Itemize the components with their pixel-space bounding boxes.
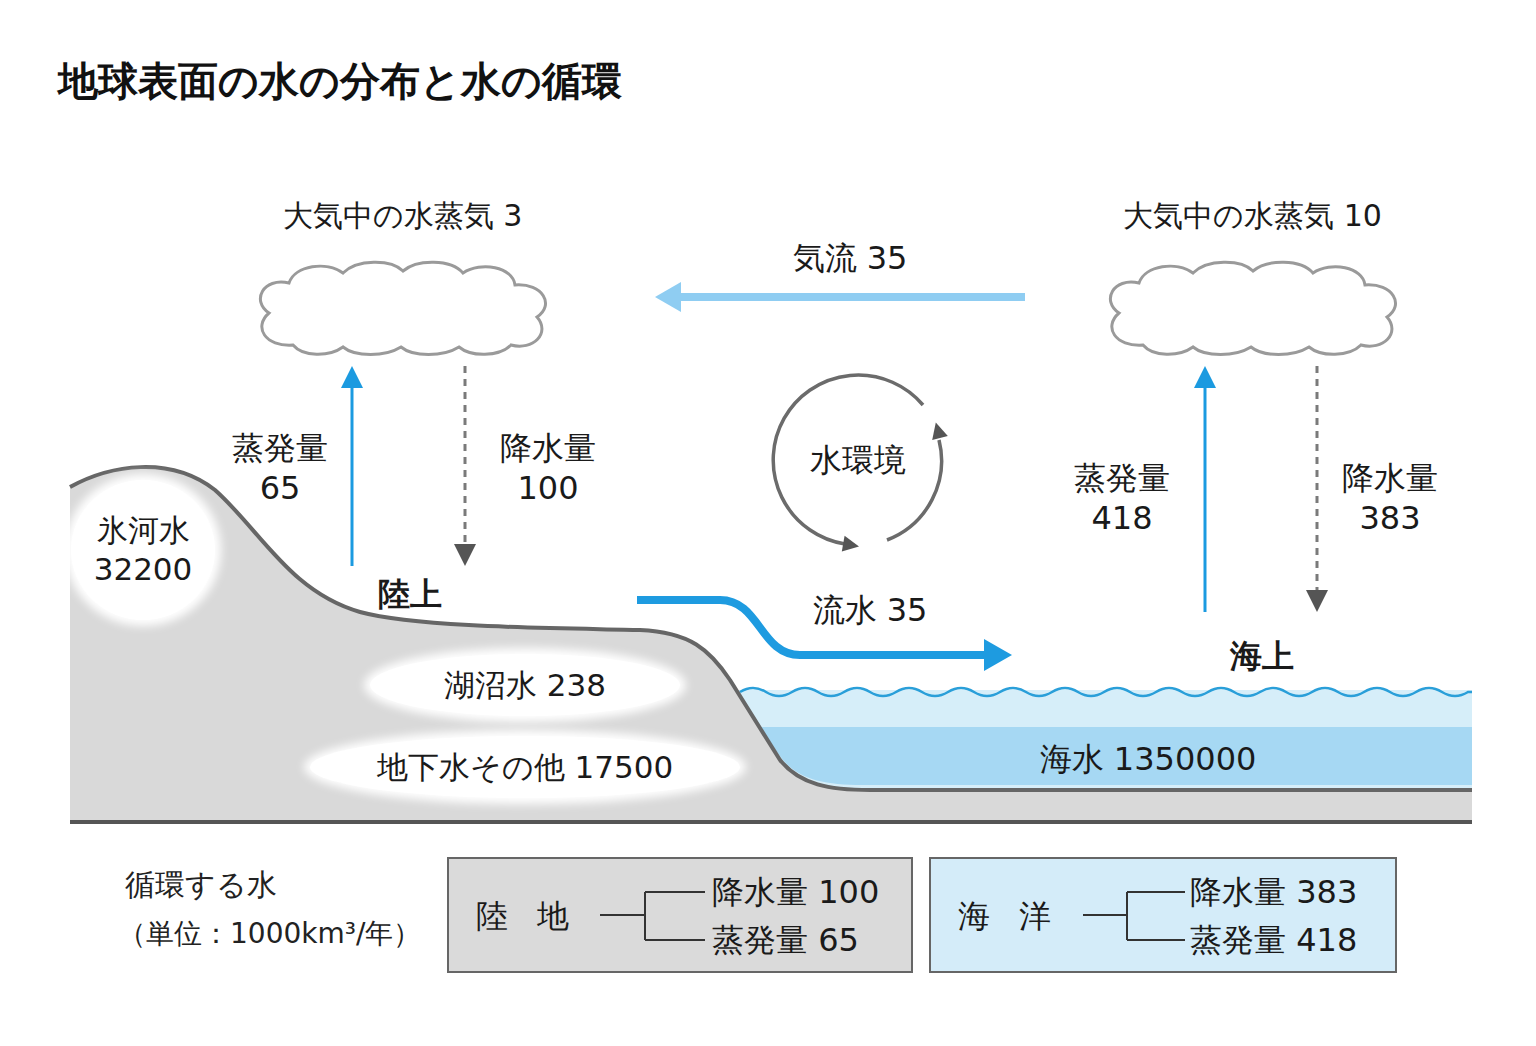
sea-waves bbox=[740, 688, 1472, 696]
water-amount: 湖沼水 238 bbox=[444, 666, 606, 705]
text-slot: 大気中の水蒸気 3 bbox=[205, 197, 600, 235]
text-slot: 陸上 bbox=[378, 574, 442, 614]
water-amount: 海水 1350000 bbox=[1040, 739, 1257, 779]
lake-ellipse: 湖沼水 238 bbox=[370, 654, 680, 716]
vapor-cloud: 大気中の水蒸気 10 bbox=[1095, 195, 1410, 360]
summary-value: 降水量 100 bbox=[712, 872, 879, 912]
cycle-label: 水環境 bbox=[810, 440, 906, 480]
text-slot: 陸地 bbox=[476, 896, 598, 936]
arrow-head bbox=[1194, 366, 1216, 388]
ground-base-line bbox=[70, 820, 1472, 824]
cloud-outline bbox=[1095, 257, 1410, 357]
text-slot: 蒸発量 65 bbox=[220, 428, 340, 508]
arrow-head bbox=[655, 282, 681, 312]
unit-note: （単位：1000km³/年） bbox=[118, 916, 421, 951]
flow-arrow bbox=[341, 366, 363, 566]
cloud-shape bbox=[260, 262, 545, 354]
text-slot: 海水 1350000 bbox=[1040, 739, 1257, 779]
arrow-head bbox=[454, 544, 476, 566]
text-slot: 降水量 100 bbox=[712, 872, 879, 912]
bracket bbox=[1083, 892, 1185, 940]
arrow-line bbox=[676, 293, 1025, 301]
vapor-cloud: 大気中の水蒸気 3 bbox=[245, 195, 560, 360]
water-amount: 地下水その他 17500 bbox=[377, 748, 673, 787]
flow-arrow bbox=[1194, 366, 1216, 612]
land-outline bbox=[70, 467, 1472, 790]
text-slot: 循環する水 bbox=[125, 866, 277, 904]
flow-amount: 蒸発量 418 bbox=[1057, 458, 1187, 538]
ocean-summary-panel bbox=[930, 858, 1396, 972]
arrow-head bbox=[842, 536, 859, 552]
flow-amount: 蒸発量 65 bbox=[220, 428, 340, 508]
arrow-line bbox=[1204, 384, 1207, 612]
flow-amount: 流水 35 bbox=[813, 590, 928, 630]
diagram-title: 地球表面の水の分布と水の循環 bbox=[58, 56, 622, 106]
flow-arrow bbox=[655, 282, 1025, 312]
sea-surface-water bbox=[736, 690, 1472, 790]
arrow-head bbox=[341, 366, 363, 388]
unit-note: 循環する水 bbox=[125, 866, 277, 904]
text-slot: 蒸発量 418 bbox=[1190, 920, 1357, 960]
text-slot: 流水 35 bbox=[813, 590, 928, 630]
flow-amount: 気流 35 bbox=[793, 238, 908, 278]
land-fill bbox=[70, 467, 1472, 822]
cloud-outline bbox=[245, 257, 560, 357]
sea-deep-water bbox=[759, 727, 1472, 785]
arrow-head bbox=[984, 639, 1012, 671]
land-summary-panel bbox=[448, 858, 912, 972]
text-slot: 海上 bbox=[1230, 636, 1294, 676]
arrow-line bbox=[464, 366, 467, 548]
glacier-ellipse: 氷河水 32200 bbox=[71, 480, 215, 620]
ocean-summary-box: 海洋 降水量 383 蒸発量 418 bbox=[930, 858, 1396, 972]
summary-value: 蒸発量 418 bbox=[1190, 920, 1357, 960]
sea-region: 海上海水 1350000 bbox=[736, 624, 1472, 792]
text-slot: 降水量 100 bbox=[483, 428, 613, 508]
summary-value: 蒸発量 65 bbox=[712, 920, 859, 960]
cycle-arc bbox=[773, 375, 923, 544]
flow-amount: 降水量 100 bbox=[483, 428, 613, 508]
text-slot: （単位：1000km³/年） bbox=[118, 916, 421, 951]
text-slot: 降水量 383 bbox=[1325, 458, 1455, 538]
summary-value: 降水量 383 bbox=[1190, 872, 1357, 912]
text-slot: 降水量 383 bbox=[1190, 872, 1357, 912]
text-slot: 蒸発量 65 bbox=[712, 920, 859, 960]
summary-heading: 陸地 bbox=[476, 896, 598, 936]
cloud-shape bbox=[1110, 262, 1395, 354]
water-amount: 氷河水 32200 bbox=[86, 511, 200, 589]
vapor-label: 大気中の水蒸気 3 bbox=[283, 197, 523, 235]
vapor-label: 大気中の水蒸気 10 bbox=[1123, 197, 1382, 235]
precipitation-arrow bbox=[454, 366, 476, 566]
precipitation-arrow bbox=[1306, 366, 1328, 612]
summary-heading: 海洋 bbox=[958, 896, 1080, 936]
land-summary-box: 陸地 降水量 100 蒸発量 65 bbox=[448, 858, 912, 972]
text-slot: 気流 35 bbox=[793, 238, 908, 278]
flow-amount: 降水量 383 bbox=[1325, 458, 1455, 538]
arrow-head bbox=[932, 423, 948, 441]
place-label: 陸上 bbox=[378, 574, 442, 614]
text-slot: 海洋 bbox=[958, 896, 1080, 936]
text-slot: 地球表面の水の分布と水の循環 bbox=[58, 56, 622, 106]
place-label: 海上 bbox=[1230, 636, 1294, 676]
bracket bbox=[600, 892, 705, 940]
arrow-line bbox=[351, 384, 354, 566]
land-region: 陸上 氷河水 32200 湖沼水 238 地下水その他 17500 bbox=[70, 470, 760, 822]
text-slot: 大気中の水蒸気 10 bbox=[1055, 197, 1450, 235]
arrow-line bbox=[1316, 366, 1319, 594]
cycle-circle: 水環境 bbox=[758, 360, 958, 560]
groundwater-ellipse: 地下水その他 17500 bbox=[310, 736, 740, 798]
arrow-head bbox=[1306, 590, 1328, 612]
text-slot: 蒸発量 418 bbox=[1057, 458, 1187, 538]
